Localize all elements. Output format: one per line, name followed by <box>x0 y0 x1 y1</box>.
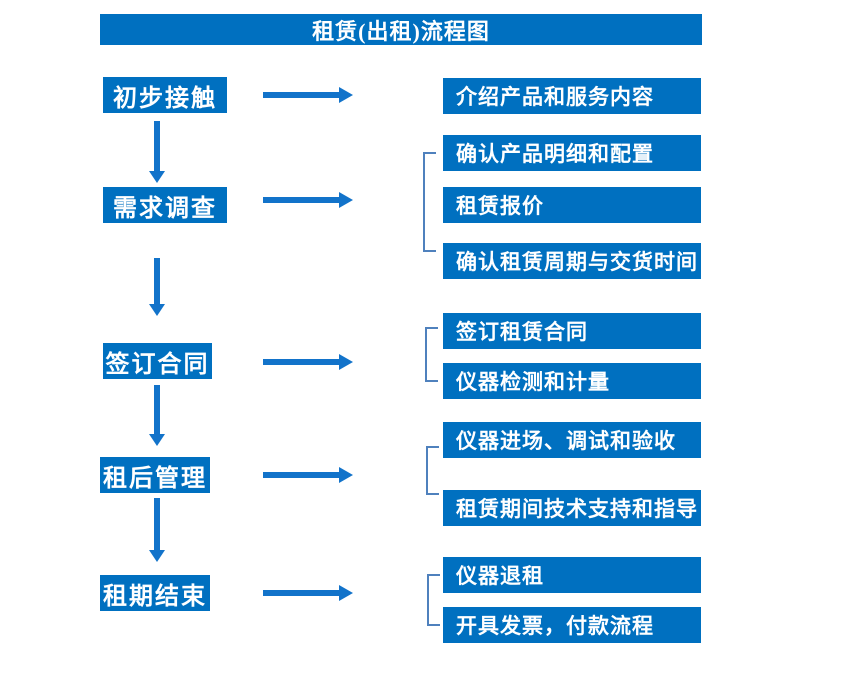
arrow-head <box>339 354 353 370</box>
down-arrow-icon <box>149 121 165 183</box>
down-arrow-icon <box>149 385 165 446</box>
output-box-invoice-payment: 开具发票，付款流程 <box>443 607 701 643</box>
down-arrow-icon <box>149 258 165 316</box>
arrow-shaft <box>154 121 160 171</box>
output-box-confirm-details: 确认产品明细和配置 <box>443 135 701 171</box>
right-arrow-icon <box>263 467 353 483</box>
arrow-shaft <box>263 92 340 98</box>
arrow-shaft <box>263 197 340 203</box>
output-label: 签订租赁合同 <box>456 320 588 344</box>
output-box-sign-rental-contract: 签订租赁合同 <box>443 313 701 349</box>
step-label: 签订合同 <box>105 351 210 378</box>
right-arrow-icon <box>263 354 353 370</box>
output-label: 确认产品明细和配置 <box>456 142 654 166</box>
arrow-head <box>149 171 165 183</box>
arrow-head <box>339 585 353 601</box>
output-label: 租赁报价 <box>456 194 544 218</box>
step-box-rental-end: 租期结束 <box>100 575 210 611</box>
title-bar: 租赁(出租)流程图 <box>100 14 702 45</box>
right-arrow-icon <box>263 192 353 208</box>
arrow-head <box>149 550 165 562</box>
arrow-shaft <box>154 258 160 304</box>
arrow-shaft <box>154 498 160 550</box>
output-label: 仪器检测和计量 <box>456 370 610 394</box>
arrow-head <box>339 192 353 208</box>
arrow-shaft <box>263 590 340 596</box>
group-bracket <box>426 446 439 495</box>
output-box-instrument-return: 仪器退租 <box>443 557 701 593</box>
step-label: 初步接触 <box>113 85 217 112</box>
output-label: 仪器退租 <box>456 564 544 588</box>
arrow-shaft <box>154 385 160 434</box>
output-label: 介绍产品和服务内容 <box>456 85 654 109</box>
step-label: 租后管理 <box>103 465 207 492</box>
right-arrow-icon <box>263 585 353 601</box>
group-bracket <box>423 152 436 252</box>
page-title: 租赁(出租)流程图 <box>312 18 490 44</box>
arrow-head <box>339 467 353 483</box>
arrow-head <box>149 304 165 316</box>
step-box-initial-contact: 初步接触 <box>103 77 227 113</box>
arrow-head <box>339 87 353 103</box>
step-box-demand-survey: 需求调查 <box>103 187 227 223</box>
output-box-rental-quote: 租赁报价 <box>443 187 701 223</box>
arrow-head <box>149 434 165 446</box>
right-arrow-icon <box>263 87 353 103</box>
step-label: 需求调查 <box>113 195 217 222</box>
output-label: 确认租赁周期与交货时间 <box>456 250 698 274</box>
down-arrow-icon <box>149 498 165 562</box>
arrow-shaft <box>263 472 340 478</box>
output-label: 租赁期间技术支持和指导 <box>456 497 698 521</box>
step-box-sign-contract: 签订合同 <box>103 343 212 379</box>
output-box-instrument-setup: 仪器进场、调试和验收 <box>443 422 701 458</box>
group-bracket <box>425 327 438 382</box>
output-box-instrument-testing: 仪器检测和计量 <box>443 363 701 399</box>
output-box-tech-support: 租赁期间技术支持和指导 <box>443 490 701 526</box>
output-label: 仪器进场、调试和验收 <box>456 429 676 453</box>
output-box-confirm-cycle: 确认租赁周期与交货时间 <box>443 243 701 279</box>
step-box-post-rental: 租后管理 <box>100 457 210 493</box>
output-box-introduce-products: 介绍产品和服务内容 <box>443 78 701 114</box>
arrow-shaft <box>263 359 340 365</box>
step-label: 租期结束 <box>103 583 207 610</box>
output-label: 开具发票，付款流程 <box>456 614 654 638</box>
group-bracket <box>427 574 440 626</box>
